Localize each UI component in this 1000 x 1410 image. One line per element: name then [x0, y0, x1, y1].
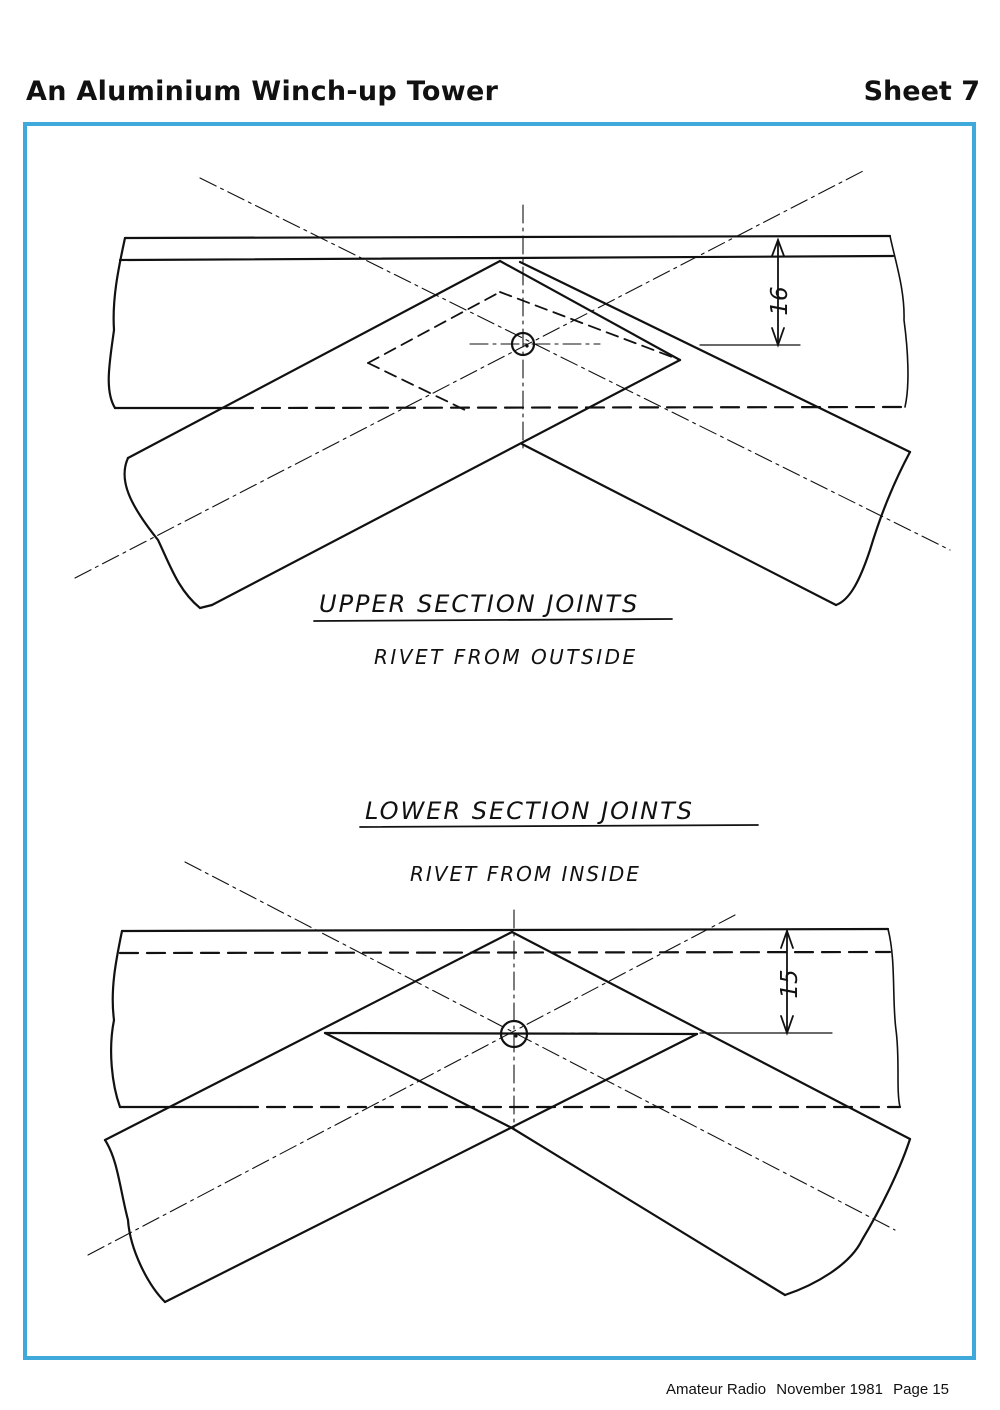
lower-centerline-diag-a [184, 861, 896, 1231]
upper-title: UPPER SECTION JOINTS [319, 590, 639, 618]
lower-right-member-lower [510, 1126, 787, 1297]
lower-title: LOWER SECTION JOINTS [365, 797, 694, 825]
upper-gusset-edge-3 [499, 291, 681, 361]
upper-left-member-top [126, 259, 502, 460]
upper-subtitle: RIVET FROM OUTSIDE [374, 645, 638, 669]
lower-right-member-break [783, 1137, 912, 1297]
upper-gusset-edge [367, 291, 501, 364]
drawing-frame [23, 122, 976, 1360]
upper-centerline-diag-b [74, 169, 866, 579]
footer-page: Page 15 [893, 1381, 950, 1398]
upper-right-member-break [834, 450, 912, 607]
lower-left-member-bottom [163, 1032, 699, 1304]
lower-tube-left-break [110, 929, 124, 1109]
upper-joint-drawing [74, 169, 951, 610]
lower-right-member-top [510, 930, 912, 1141]
upper-rivet-hole [510, 331, 536, 357]
lower-joint-drawing [87, 861, 912, 1304]
footer-issue: November 1981 [776, 1381, 883, 1398]
footer-publication: Amateur Radio [666, 1381, 767, 1398]
lower-rivet-hole [499, 1019, 529, 1049]
upper-tube-top-edge [123, 234, 892, 240]
upper-tube-left-break [107, 236, 127, 410]
lower-dimension-arrow-top [780, 928, 794, 949]
upper-right-member-outer [518, 260, 912, 454]
upper-right-member-inner [520, 442, 838, 607]
upper-centerline-diag-a [199, 177, 951, 551]
lower-title-underline [359, 824, 759, 828]
lower-dimension-label: 15 [777, 969, 803, 998]
upper-tube-inner-line [118, 254, 895, 262]
upper-tube-bottom-dashed [233, 405, 907, 410]
upper-dimension-label: 16 [767, 286, 793, 315]
lower-right-member-inner [323, 1031, 514, 1130]
upper-tube-right-break [889, 235, 909, 408]
page-footer: Amateur Radio November 1981 Page 15 [666, 1381, 955, 1398]
lower-left-member-break [103, 1138, 167, 1304]
sheet-number: Sheet 7 [863, 76, 980, 107]
lower-rivet-center [514, 1034, 518, 1038]
page-title: An Aluminium Winch-up Tower [26, 76, 499, 107]
lower-tube-dashed-upper [118, 950, 892, 955]
upper-left-member-bottom [210, 358, 682, 607]
lower-subtitle: RIVET FROM INSIDE [410, 862, 641, 886]
upper-dimension-arrow-top [771, 237, 785, 257]
lower-tube-top-edge [120, 927, 890, 933]
upper-gusset-edge-2 [367, 362, 466, 411]
upper-rivet-center [525, 344, 529, 348]
upper-left-member-break [123, 456, 214, 610]
lower-centerline-diag-b [87, 914, 736, 1256]
lower-left-member-top [103, 930, 514, 1142]
upper-right-member-top [498, 259, 682, 362]
upper-title-underline [313, 618, 673, 622]
lower-tube-right-break [887, 928, 901, 1108]
